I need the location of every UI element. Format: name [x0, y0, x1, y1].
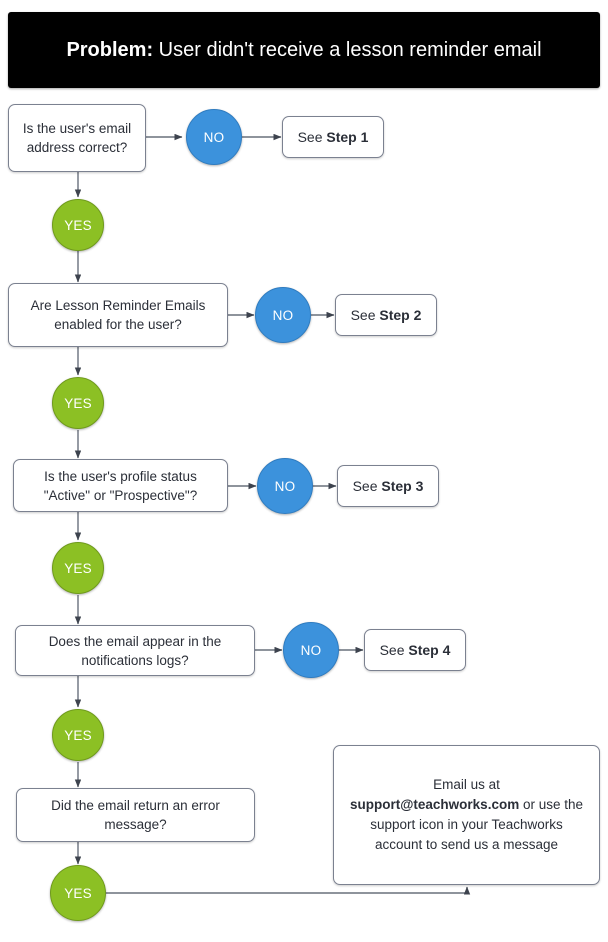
step-prefix-3: See — [352, 477, 382, 494]
question-box-2[interactable]: Are Lesson Reminder Emails enabled for t… — [8, 283, 228, 347]
yes-ellipse-1[interactable]: YES — [52, 199, 104, 251]
step-text-2: See Step 2 — [351, 306, 422, 325]
banner-rest: User didn't receive a lesson reminder em… — [153, 39, 542, 61]
no-label-3: NO — [274, 478, 296, 494]
problem-banner: Problem: User didn't receive a lesson re… — [8, 12, 600, 88]
no-ellipse-1[interactable]: NO — [186, 109, 242, 165]
step-strong-4: Step 4 — [408, 641, 451, 658]
question-text-3: Is the user's profile status "Active" or… — [43, 468, 198, 503]
support-email: support@teachworks.com — [350, 797, 520, 812]
no-ellipse-4[interactable]: NO — [283, 622, 339, 678]
support-text: Email us at support@teachworks.com or use… — [348, 775, 585, 855]
no-ellipse-3[interactable]: NO — [257, 458, 313, 514]
question-box-4[interactable]: Does the email appear in the notificatio… — [15, 625, 255, 676]
step-box-3[interactable]: See Step 3 — [337, 465, 439, 507]
question-text-2: Are Lesson Reminder Emails enabled for t… — [30, 298, 206, 332]
step-box-1[interactable]: See Step 1 — [282, 116, 384, 158]
step-box-2[interactable]: See Step 2 — [335, 294, 437, 336]
yes-ellipse-5[interactable]: YES — [50, 865, 106, 921]
question-box-5[interactable]: Did the email return an error message? — [16, 788, 255, 842]
step-text-4: See Step 4 — [380, 641, 451, 660]
step-strong-3: Step 3 — [381, 477, 424, 494]
question-box-1[interactable]: Is the user's email address correct? — [8, 104, 146, 172]
step-text-1: See Step 1 — [298, 128, 369, 147]
yes-ellipse-4[interactable]: YES — [52, 709, 104, 761]
edge-yes5-support — [106, 886, 471, 895]
yes-label-5: YES — [64, 885, 92, 901]
question-text-1: Is the user's email address correct? — [22, 121, 132, 155]
banner-text: Problem: User didn't receive a lesson re… — [66, 38, 541, 62]
yes-ellipse-3[interactable]: YES — [52, 542, 104, 594]
question-box-3[interactable]: Is the user's profile status "Active" or… — [13, 459, 228, 512]
yes-label-2: YES — [64, 395, 92, 411]
support-line2: or use the support icon in your Teachwor… — [370, 797, 583, 852]
step-box-4[interactable]: See Step 4 — [364, 629, 466, 671]
step-prefix-1: See — [297, 128, 327, 145]
no-label-4: NO — [300, 642, 322, 658]
question-text-5: Did the email return an error message? — [51, 798, 220, 832]
support-contact-box[interactable]: Email us at support@teachworks.com or use… — [333, 745, 600, 885]
step-prefix-4: See — [379, 641, 409, 658]
no-label-2: NO — [272, 307, 294, 323]
banner-lead: Problem: — [66, 39, 154, 61]
step-strong-1: Step 1 — [326, 128, 369, 145]
question-text-4: Does the email appear in the notificatio… — [48, 633, 222, 668]
yes-label-1: YES — [64, 217, 92, 233]
yes-label-4: YES — [64, 727, 92, 743]
yes-label-3: YES — [64, 560, 92, 576]
yes-ellipse-2[interactable]: YES — [52, 377, 104, 429]
step-text-3: See Step 3 — [353, 477, 424, 496]
no-ellipse-2[interactable]: NO — [255, 287, 311, 343]
step-strong-2: Step 2 — [379, 306, 422, 323]
no-label-1: NO — [203, 129, 225, 145]
support-line1: Email us at — [433, 777, 500, 792]
step-prefix-2: See — [350, 306, 380, 323]
